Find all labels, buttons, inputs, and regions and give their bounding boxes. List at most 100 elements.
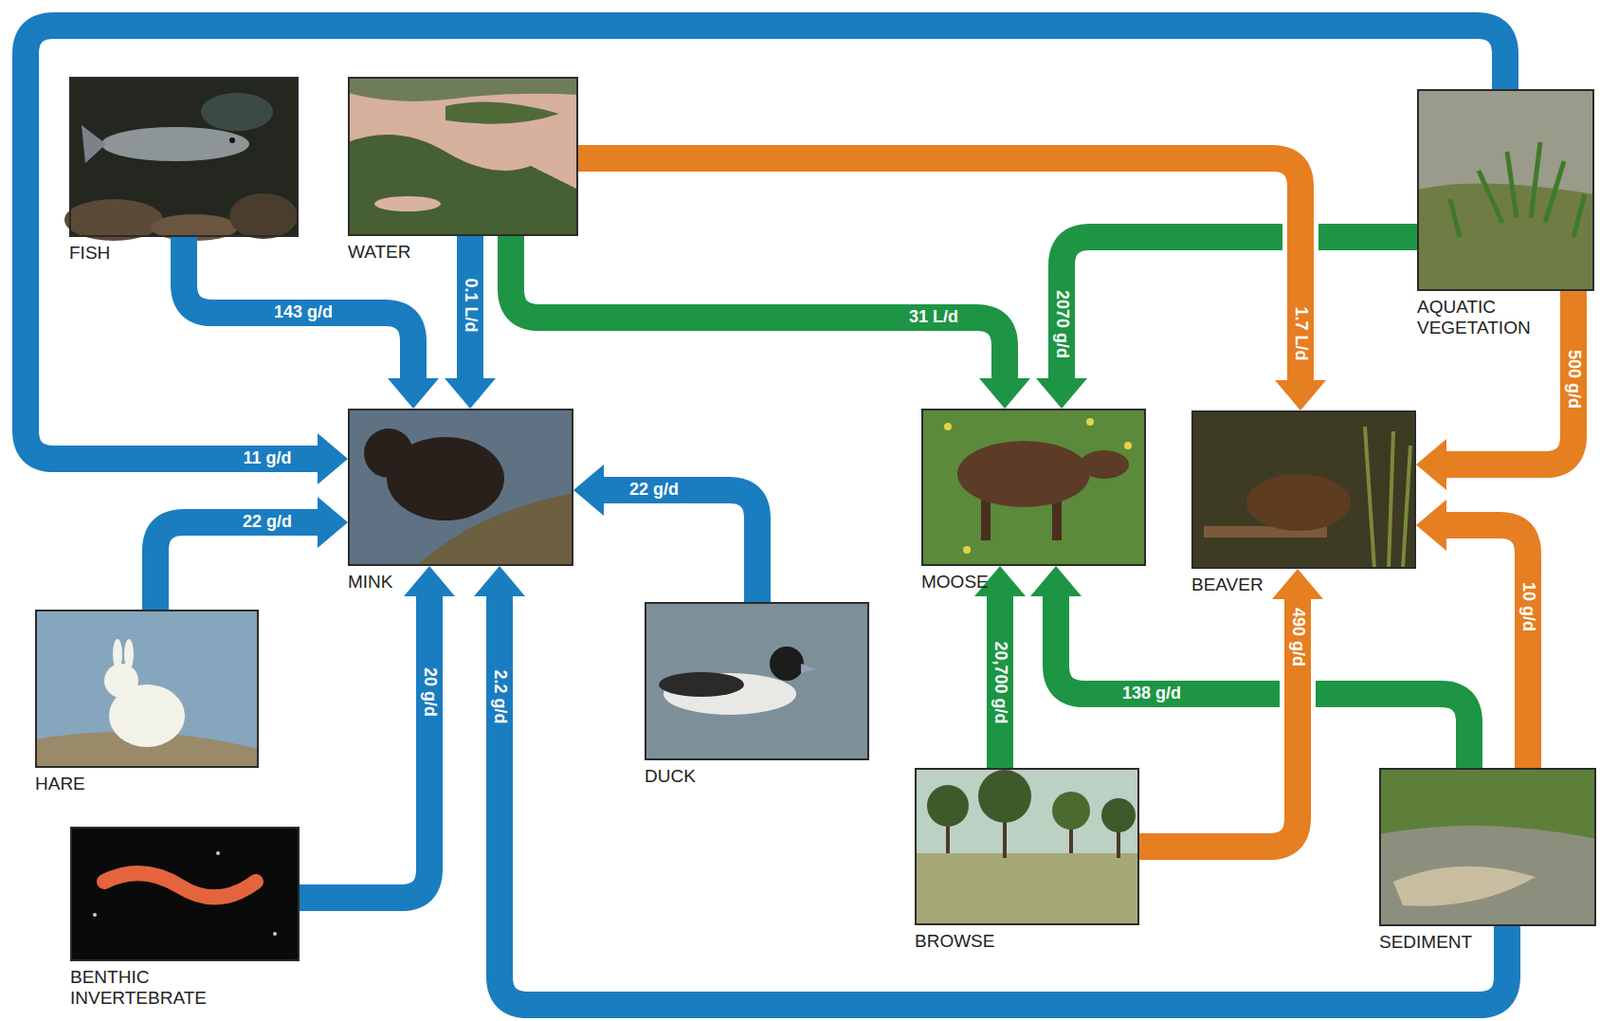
flow-label: 20 g/d bbox=[418, 663, 440, 721]
flow-arrow bbox=[1030, 565, 1470, 768]
moose-photo-shape bbox=[1124, 441, 1132, 450]
flow-band bbox=[1061, 236, 1418, 381]
moose-photo-shape bbox=[1086, 418, 1094, 426]
water-photo-shape bbox=[347, 134, 579, 237]
node-caption: MINK bbox=[347, 571, 394, 593]
hare-photo-shape bbox=[112, 638, 123, 670]
mink-photo bbox=[347, 408, 574, 566]
photo-node: MINK bbox=[347, 408, 574, 566]
fish-photo-shape bbox=[229, 137, 236, 144]
arrow-head bbox=[387, 378, 439, 409]
water-photo bbox=[347, 76, 579, 237]
flow-arrow bbox=[1036, 236, 1418, 409]
beaver-photo-shape bbox=[1246, 473, 1351, 531]
water-photo-shape bbox=[374, 196, 441, 212]
photo-node: BROWSE bbox=[914, 767, 1140, 926]
beaver-photo bbox=[1191, 410, 1417, 569]
flow-arrow bbox=[510, 236, 1031, 409]
flow-band bbox=[299, 594, 430, 898]
arrow-head bbox=[573, 464, 604, 516]
benthic-invertebrate-photo-shape bbox=[104, 872, 256, 897]
flow-arrow bbox=[444, 236, 496, 409]
browse-photo bbox=[914, 767, 1140, 926]
arrow-head bbox=[1274, 380, 1327, 411]
node-caption: WATER bbox=[347, 241, 412, 263]
photo-node: DUCK bbox=[644, 601, 870, 761]
node-label: BENTHIC INVERTEBRATE bbox=[70, 966, 260, 1009]
moose-photo-shape bbox=[957, 440, 1091, 508]
photo-node: FISH bbox=[69, 76, 299, 237]
arrow-head bbox=[1030, 565, 1082, 597]
flow-band bbox=[183, 236, 414, 381]
browse-photo-shape bbox=[947, 805, 1119, 858]
arrow-head bbox=[403, 565, 455, 597]
fish-photo bbox=[64, 76, 299, 241]
flow-label: 2.2 g/d bbox=[489, 665, 510, 728]
flow-label: 143 g/d bbox=[270, 302, 337, 324]
flow-band bbox=[499, 594, 1508, 1005]
arrow-head bbox=[1036, 378, 1088, 409]
fish-photo-shape bbox=[81, 125, 107, 164]
benthic-invertebrate-photo-shape bbox=[92, 912, 97, 917]
water-photo-shape bbox=[445, 102, 560, 125]
duck-photo-shape bbox=[769, 646, 804, 681]
flow-label: 10 g/d bbox=[1517, 578, 1539, 636]
photo-node: BENTHIC INVERTEBRATE bbox=[70, 826, 300, 962]
flow-arrow bbox=[155, 496, 348, 610]
node-label: SEDIMENT bbox=[1379, 931, 1473, 953]
photo-node: MOOSE bbox=[921, 408, 1146, 566]
duck-photo bbox=[644, 601, 870, 761]
browse-photo-shape bbox=[1052, 791, 1091, 830]
node-caption: BROWSE bbox=[914, 930, 995, 952]
flow-arrow bbox=[25, 25, 1506, 485]
mink-photo-shape bbox=[347, 408, 574, 566]
flow-band bbox=[986, 594, 1014, 768]
browse-photo-shape bbox=[978, 769, 1032, 823]
browse-photo-shape bbox=[927, 784, 969, 827]
sediment-photo-shape bbox=[1393, 866, 1536, 907]
flow-band bbox=[456, 236, 484, 381]
moose-photo bbox=[921, 408, 1146, 566]
water-photo-shape bbox=[347, 76, 579, 102]
flow-label: 500 g/d bbox=[1563, 345, 1584, 413]
flow-label: 22 g/d bbox=[238, 511, 296, 533]
flow-arrow bbox=[1416, 499, 1528, 768]
flow-arrow bbox=[183, 236, 439, 409]
arrow-head bbox=[473, 565, 526, 597]
node-label: BEAVER bbox=[1191, 574, 1264, 596]
fish-photo-shape bbox=[200, 92, 273, 131]
hare-photo bbox=[35, 609, 259, 768]
water-photo-shape bbox=[347, 76, 579, 237]
aquatic-vegetation-photo-shape bbox=[1450, 142, 1585, 237]
benthic-invertebrate-photo-shape bbox=[272, 931, 277, 936]
aquatic-vegetation-photo-shape bbox=[1417, 183, 1595, 291]
flow-band bbox=[25, 25, 1506, 459]
benthic-invertebrate-photo-shape bbox=[216, 851, 220, 855]
node-caption: FISH bbox=[69, 242, 110, 264]
flow-band bbox=[601, 490, 758, 602]
moose-photo-shape bbox=[963, 545, 971, 554]
flow-label: 22 g/d bbox=[625, 479, 683, 501]
arrow-head bbox=[1416, 438, 1447, 491]
flow-label: 20,700 g/d bbox=[989, 636, 1011, 728]
flow-arrow bbox=[573, 464, 758, 602]
flow-halo bbox=[1444, 290, 1574, 465]
beaver-photo-shape bbox=[1364, 426, 1411, 569]
hare-photo-shape bbox=[35, 609, 259, 768]
duck-photo-shape bbox=[658, 672, 745, 697]
node-label: MOOSE bbox=[921, 571, 989, 593]
duck-photo-shape bbox=[644, 601, 870, 761]
browse-photo-shape bbox=[1101, 798, 1136, 833]
flow-label: 138 g/d bbox=[1118, 683, 1185, 705]
flow-arrow bbox=[1139, 568, 1324, 847]
benthic-invertebrate-photo bbox=[70, 826, 300, 962]
moose-photo-shape bbox=[944, 422, 952, 431]
photo-node: HARE bbox=[35, 609, 259, 768]
node-caption: BENTHIC INVERTEBRATE bbox=[70, 966, 260, 1009]
node-label: DUCK bbox=[644, 765, 696, 787]
node-label: AQUATIC VEGETATION bbox=[1417, 296, 1569, 339]
photo-node: WATER bbox=[347, 76, 579, 237]
flow-band bbox=[578, 158, 1301, 382]
beaver-photo-shape bbox=[1191, 410, 1417, 569]
